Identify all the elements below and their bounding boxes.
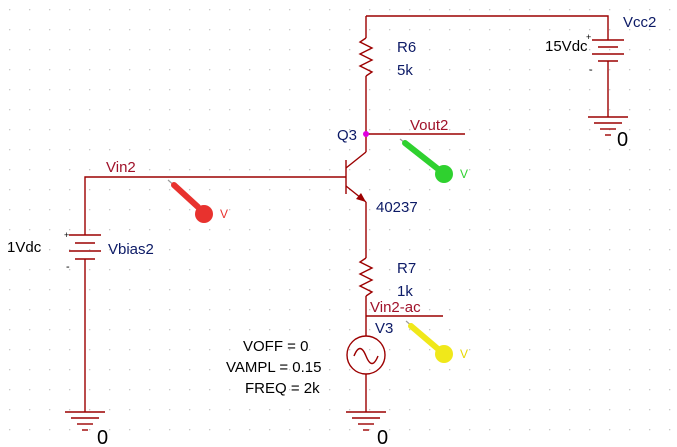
v3-ref: V3 [375, 320, 393, 337]
r7-value: 1k [397, 283, 413, 300]
ground-label-v3: 0 [377, 427, 388, 447]
vbias2-plus: + [64, 230, 69, 240]
net-label-vout2: Vout2 [410, 117, 448, 134]
vcc2-plus: + [586, 32, 591, 42]
resistor-r7[interactable] [358, 257, 374, 297]
vcc2-value: 15Vdc [545, 38, 588, 55]
transistor-emitter-arrow [356, 193, 366, 202]
probe-vout2[interactable]: V [399, 138, 468, 183]
q3-model: 40237 [376, 199, 418, 216]
probe-vin2-ac[interactable]: V [405, 320, 468, 363]
q3-ref: Q3 [337, 127, 357, 144]
ground-label-vcc2: 0 [617, 129, 628, 151]
probe-vin2[interactable]: V [167, 179, 228, 223]
r6-value: 5k [397, 62, 413, 79]
probe-vin2-label: V [220, 207, 228, 221]
probe-vout2-label: V [460, 167, 468, 181]
vcc2-minus: - [589, 64, 593, 76]
r7-ref: R7 [397, 260, 416, 277]
vbias2-ref: Vbias2 [108, 241, 154, 258]
vbias2-value: 1Vdc [7, 239, 42, 256]
v3-vampl: VAMPL = 0.15 [226, 359, 321, 376]
wire-vin2 [84, 176, 346, 235]
resistor-r6[interactable] [358, 37, 374, 77]
net-label-vin2: Vin2 [106, 159, 136, 176]
v3-freq: FREQ = 2k [245, 380, 320, 397]
v3-voff: VOFF = 0 [243, 338, 308, 355]
junction-dot [363, 131, 369, 137]
ground-label-vbias2: 0 [97, 427, 108, 447]
wire-top-rail [366, 15, 609, 40]
net-label-vin2-ac: Vin2-ac [370, 299, 421, 316]
vbias2-minus: - [66, 261, 70, 273]
r6-ref: R6 [397, 39, 416, 56]
vcc2-ref: Vcc2 [623, 14, 656, 31]
probe-vin2-ac-label: V [460, 347, 468, 361]
